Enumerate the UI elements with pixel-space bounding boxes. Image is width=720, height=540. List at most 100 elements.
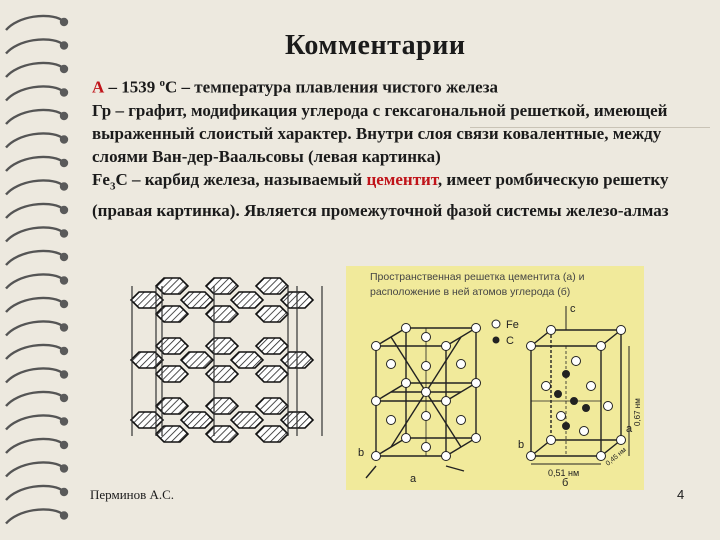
spiral-ring: [5, 343, 63, 360]
spiral-hole: [59, 276, 69, 285]
lattice-a: [365, 327, 479, 479]
graphite-hexagon: [204, 305, 240, 323]
spiral-ring: [5, 461, 63, 478]
spiral-ring: [5, 508, 63, 525]
fe-atom: [421, 387, 431, 397]
graphite-hexagon: [204, 337, 240, 355]
fe-atom: [616, 435, 626, 445]
graphite-hexagon: [254, 365, 290, 383]
degree-sign: о: [159, 77, 166, 89]
spiral-hole: [59, 158, 69, 168]
fe-atom: [421, 332, 431, 342]
spiral-hole: [59, 299, 69, 309]
spiral-binding: [5, 14, 69, 525]
fe-atom: [526, 341, 536, 351]
spiral-hole: [59, 487, 69, 497]
spiral-hole: [59, 229, 69, 238]
c-atom: [570, 397, 578, 405]
spiral-ring: [5, 108, 63, 125]
footer-author: Перминов А.С.: [90, 487, 175, 502]
fe-atom: [471, 378, 481, 388]
label-a: А: [92, 77, 105, 97]
axis-a-right: а: [626, 423, 633, 435]
fe-atom: [603, 401, 613, 411]
spiral-hole: [59, 440, 69, 450]
fe-atom: [526, 451, 536, 461]
axis-b-left: b: [358, 447, 364, 459]
legend-c: C: [506, 335, 514, 347]
fe-atom: [421, 411, 431, 421]
fe-atom: [401, 378, 411, 388]
spiral-ring: [5, 132, 63, 149]
spiral-hole: [59, 135, 69, 144]
graphite-hexagon: [154, 277, 190, 295]
graphite-hexagon: [154, 305, 190, 323]
fe-atom: [421, 361, 431, 371]
fe-atom: [371, 341, 381, 351]
c-atom: [562, 370, 570, 378]
fe-atom: [371, 451, 381, 461]
graphite-lattice-image: [129, 277, 323, 443]
text-orthorhombic: , имеет ромбическую решетку (правая карт…: [92, 170, 669, 221]
fe-atom: [471, 433, 481, 443]
fe-atom: [421, 442, 431, 452]
graphite-hexagon: [229, 351, 265, 369]
graphite-hexagon: [254, 277, 290, 295]
lattice-a-atoms: [371, 323, 481, 461]
spiral-ring: [5, 390, 63, 407]
legend-c-marker: [492, 336, 500, 344]
fe-atom: [441, 341, 451, 351]
spiral-ring: [5, 273, 63, 290]
figure-label-b: б: [562, 477, 568, 489]
spiral-hole: [59, 417, 69, 426]
graphite-hexagon: [179, 291, 215, 309]
graphite-hexagon: [254, 305, 290, 323]
lattice-b-atoms: [526, 325, 626, 461]
fe-atom: [546, 435, 556, 445]
spiral-hole: [59, 182, 69, 191]
spiral-ring: [5, 202, 63, 219]
spiral-hole: [59, 370, 69, 379]
spiral-ring: [5, 296, 63, 313]
term-cementite: цементит: [366, 170, 438, 190]
fe-atom: [456, 359, 466, 369]
spiral-hole: [59, 464, 69, 473]
spiral-hole: [59, 88, 69, 97]
spiral-ring: [5, 414, 63, 431]
spiral-ring: [5, 179, 63, 196]
fe-atom: [401, 323, 411, 333]
cementite-caption-1: Пространственная решетка цементита (а) и: [370, 271, 585, 283]
text-carbide: C – карбид железа, называемый: [115, 170, 367, 190]
divider-line: [470, 127, 710, 128]
formula-subscript: 3: [109, 180, 116, 193]
cementite-lattice-image: Пространственная решетка цементита (а) и…: [346, 266, 644, 490]
spiral-ring: [5, 249, 63, 266]
spiral-hole: [59, 64, 69, 74]
spiral-ring: [5, 437, 63, 454]
spiral-ring: [5, 155, 63, 172]
graphite-hexagon: [229, 411, 265, 429]
graphite-hexagon: [179, 411, 215, 429]
spiral-ring: [5, 61, 63, 78]
text-temp: – 1539: [104, 77, 160, 97]
fe-atom: [571, 356, 581, 366]
fe-atom: [441, 451, 451, 461]
spiral-ring: [5, 38, 63, 55]
fe-atom: [616, 325, 626, 335]
cementite-caption-2: расположение в ней атомов углерода (б): [370, 286, 570, 298]
fe-atom: [586, 381, 596, 391]
paragraph-melting-point: А – 1539 оС – температура плавления чист…: [92, 72, 692, 99]
fe-atom: [371, 396, 381, 406]
graphite-hexagon: [254, 337, 290, 355]
spiral-hole: [59, 41, 69, 50]
graphite-hexagon: [129, 411, 165, 429]
dimension-067: 0,67 нм: [633, 398, 642, 426]
graphite-hexagon: [129, 291, 165, 309]
page-number: 4: [677, 487, 685, 502]
fe-atom: [386, 415, 396, 425]
spiral-hole: [59, 252, 69, 262]
formula-fe: Fe: [92, 170, 110, 190]
spiral-hole: [59, 17, 69, 27]
graphite-hexagon: [254, 397, 290, 415]
graphite-hexagon: [129, 351, 165, 369]
